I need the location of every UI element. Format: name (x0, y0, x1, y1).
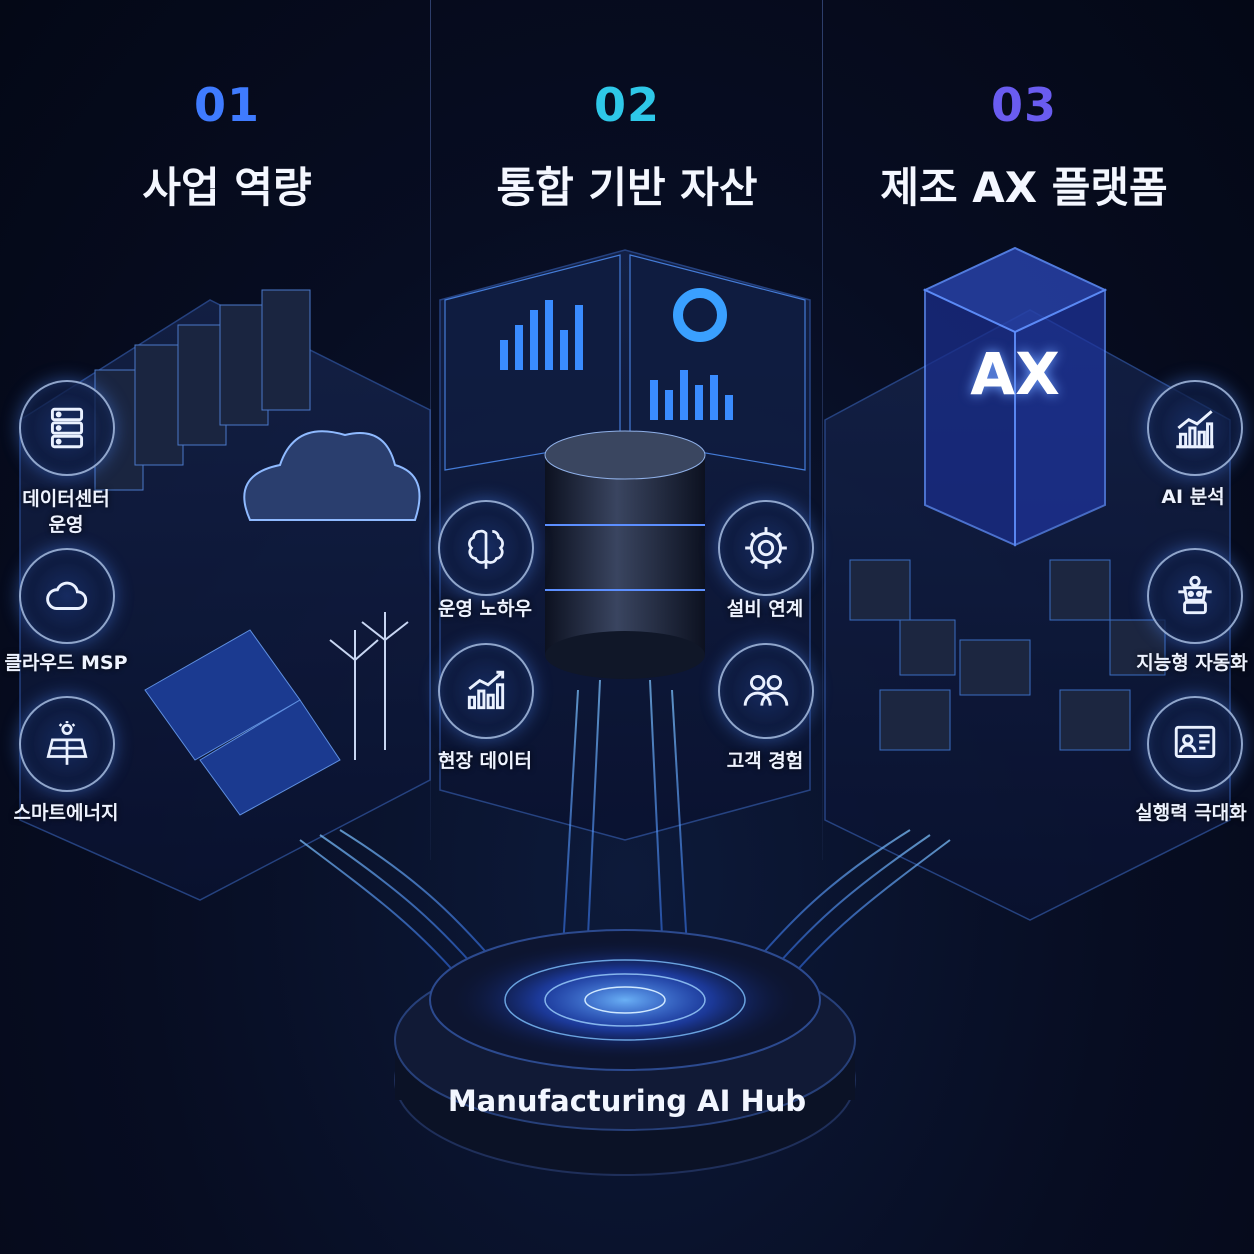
datacenter-icon-button (19, 380, 115, 476)
column-header-1: 01 사업 역량 (18, 78, 436, 215)
customer-experience-icon-button (718, 643, 814, 739)
cloud-icon (46, 581, 88, 610)
server-icon (50, 407, 84, 449)
equipment-link-icon-button (718, 500, 814, 596)
hub-base (394, 929, 856, 1176)
field-data-icon-button (438, 643, 534, 739)
field-data-label: 현장 데이터 (437, 750, 532, 772)
factory-machines (849, 559, 1166, 751)
robot-icon (1178, 575, 1212, 615)
solar-panel-icon (46, 721, 88, 765)
dashboard-icon (1174, 725, 1216, 758)
execution-icon-button (1147, 696, 1243, 792)
column-number: 03 (990, 78, 1057, 132)
know-how-label: 운영 노하우 (437, 598, 532, 620)
column-title: 제조 AX 플랫폼 (880, 163, 1168, 212)
ax-cube (922, 246, 1108, 547)
database-cylinder (544, 430, 706, 679)
know-how-icon-button (438, 500, 534, 596)
analytics-icon (1176, 410, 1214, 449)
chart-icon (467, 670, 505, 710)
server-racks (94, 289, 311, 491)
smart-energy-label: 스마트에너지 (13, 802, 119, 824)
users-icon (743, 674, 789, 706)
ai-analysis-label: AI 분석 (1161, 486, 1225, 508)
execution-label: 실행력 극대화 (1135, 802, 1247, 824)
solar-panels (144, 629, 341, 816)
dashboard-donut (673, 288, 727, 342)
column-header-2: 02 통합 기반 자산 (418, 78, 836, 215)
hub-label: Manufacturing AI Hub (447, 1084, 807, 1118)
column-divider-2 (822, 0, 823, 860)
intelligent-automation-icon-button (1147, 548, 1243, 644)
cloud-msp-label: 클라우드 MSP (4, 652, 128, 674)
column-header-3: 03 제조 AX 플랫폼 (815, 78, 1233, 215)
gear-icon (745, 527, 787, 569)
dashboard-bars (500, 300, 733, 420)
column-title: 사업 역량 (142, 163, 312, 212)
column-number: 02 (593, 78, 660, 132)
brain-icon (468, 529, 504, 569)
column-divider-1 (430, 0, 431, 860)
ai-analysis-icon-button (1147, 380, 1243, 476)
customer-experience-label: 고객 경험 (726, 750, 804, 772)
cloud-shape (243, 430, 421, 521)
equipment-link-label: 설비 연계 (726, 598, 804, 620)
column-number: 01 (193, 78, 260, 132)
wind-turbines (329, 612, 409, 760)
cloud-msp-icon-button (19, 548, 115, 644)
column-title: 통합 기반 자산 (496, 163, 758, 212)
datacenter-label: 데이터센터 운영 (22, 488, 110, 536)
intelligent-automation-label: 지능형 자동화 (1136, 652, 1248, 674)
ax-cube-label: AX (970, 340, 1060, 408)
smart-energy-icon-button (19, 696, 115, 792)
